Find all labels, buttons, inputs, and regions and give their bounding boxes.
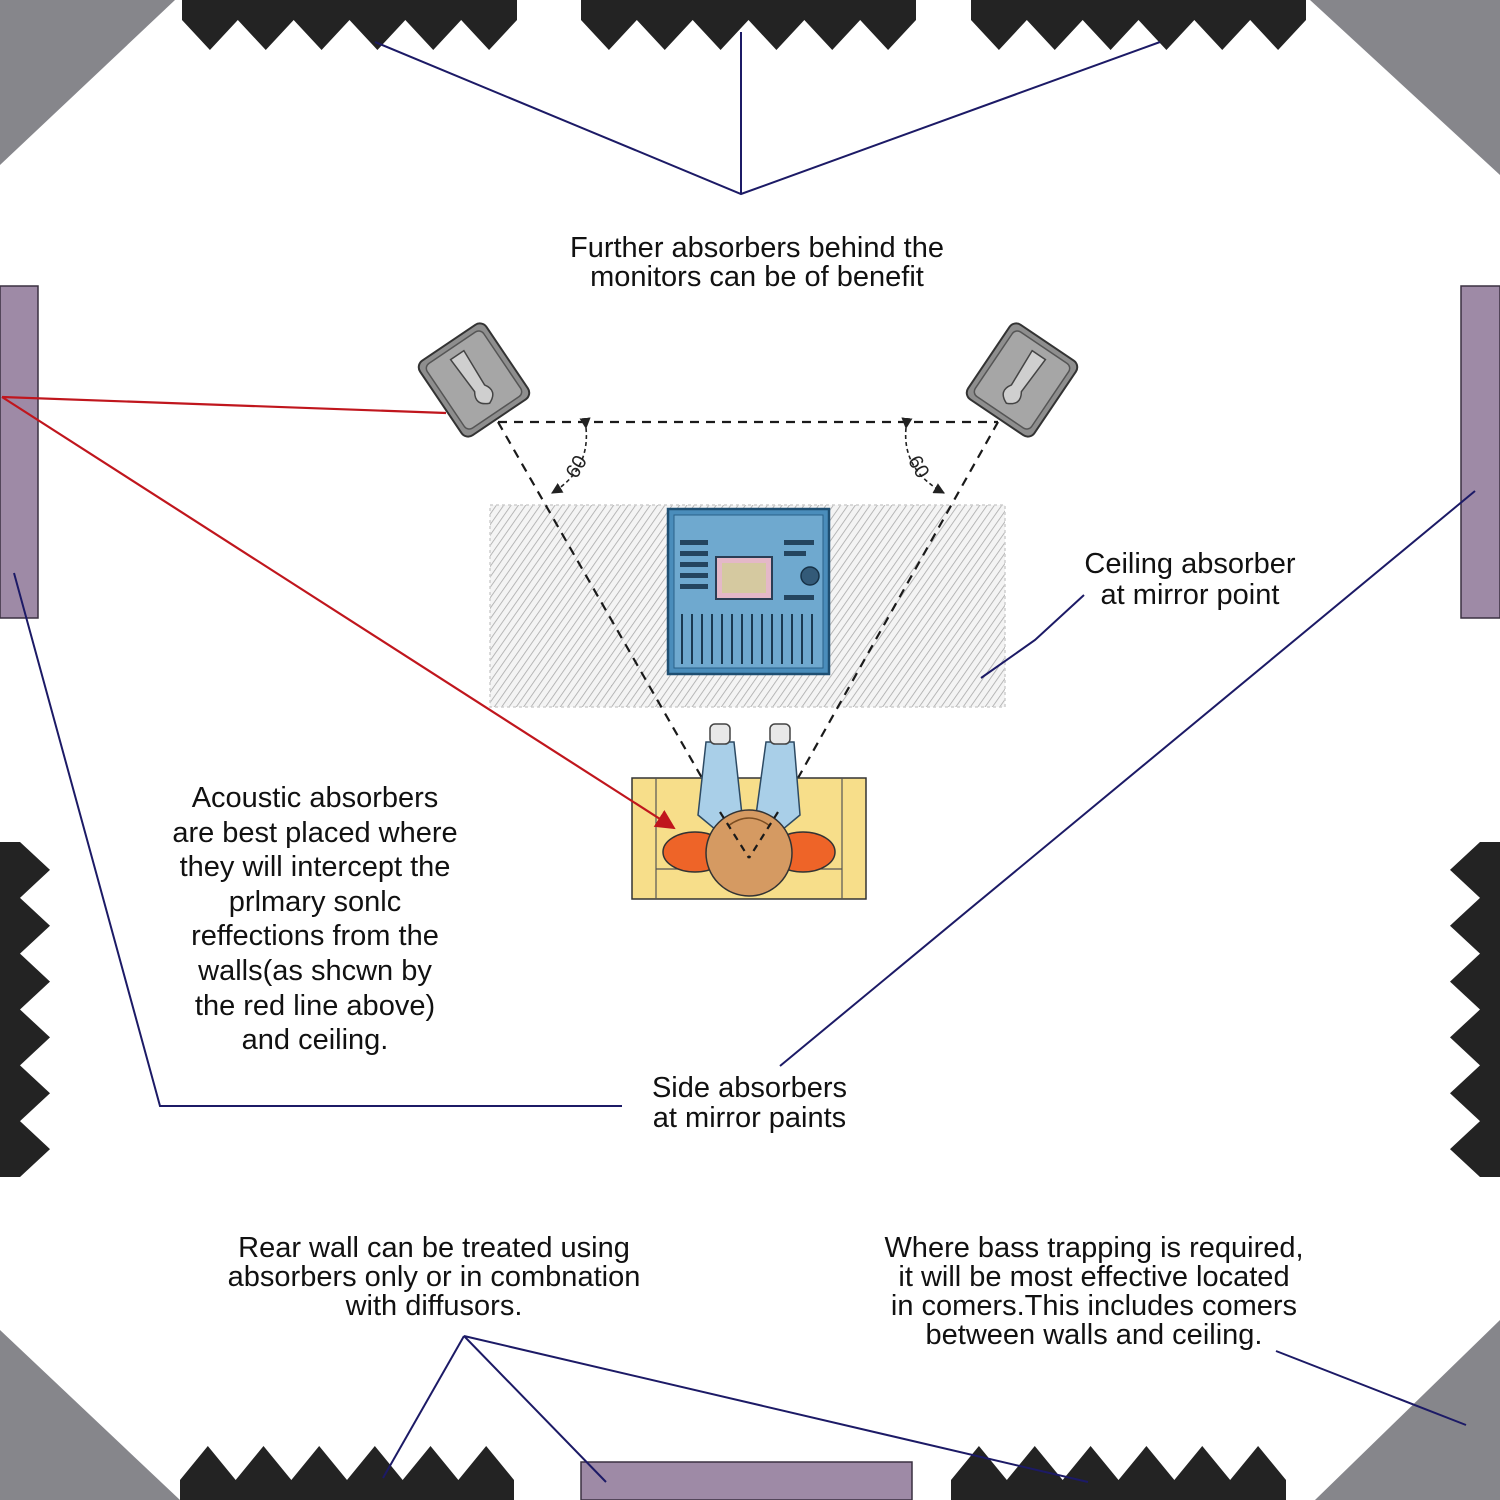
- leader-lines: [13, 32, 1476, 1483]
- rear-diffusor-panel: [580, 1461, 913, 1500]
- mixing-console-icon: [666, 507, 831, 676]
- angle-label-left: 60: [562, 452, 592, 482]
- angle-label-right: 60: [903, 452, 933, 482]
- leader-side-absorber-left: [13, 572, 622, 1107]
- leader-bass-trap: [1275, 1350, 1467, 1426]
- corner-bass-trap-bottom-right: [1315, 1320, 1500, 1500]
- studio-monitor-icon: [965, 322, 1079, 438]
- caption-rear-wall: Rear wall can be treated using absorbers…: [227, 1232, 641, 1322]
- console-fader-bank: [681, 614, 813, 664]
- leader-ceiling-absorber: [980, 594, 1085, 679]
- sight-lines: [719, 811, 779, 859]
- foam-absorber-top-center: [581, 0, 916, 50]
- foam-absorber-bottom-right: [951, 1446, 1286, 1500]
- foam-absorber-top-left: [182, 0, 517, 50]
- foam-absorber-left-wall: [0, 842, 50, 1177]
- seated-listener-icon: [631, 723, 867, 900]
- corner-bass-trap-top-left: [0, 0, 175, 165]
- caption-top-absorbers: Further absorbers behind the monitors ca…: [570, 232, 944, 293]
- leader-side-absorber-right: [779, 490, 1476, 1067]
- leader-rear-absorber-right: [463, 1335, 1089, 1483]
- caption-acoustic-absorbers: Acoustic absorbers are best placed where…: [172, 782, 458, 1057]
- foam-absorber-bottom-left: [180, 1446, 514, 1500]
- side-panel-left: [0, 285, 39, 619]
- side-panel-right: [1460, 285, 1500, 619]
- caption-side-absorbers: Side absorbers at mirror paints: [651, 1072, 848, 1134]
- foam-absorber-right-wall: [1450, 842, 1500, 1177]
- caption-ceiling-absorber: Ceiling absorber at mirror point: [1084, 548, 1296, 611]
- studio-monitor-icon: [417, 322, 531, 438]
- leader-rear-absorber-left: [382, 1335, 465, 1479]
- primary-reflection-path: [1, 395, 676, 830]
- leader-top-absorbers: [374, 41, 1161, 196]
- corner-bass-trap-top-right: [1310, 0, 1500, 175]
- corner-bass-trap-bottom-left: [0, 1330, 180, 1500]
- leader-rear-diffusor: [463, 1335, 607, 1483]
- angle-arc-right: [901, 417, 945, 494]
- caption-bass-trapping: Where bass trapping is required, it will…: [884, 1232, 1304, 1351]
- foam-absorber-top-right: [971, 0, 1306, 50]
- angle-arc-left: [551, 417, 591, 494]
